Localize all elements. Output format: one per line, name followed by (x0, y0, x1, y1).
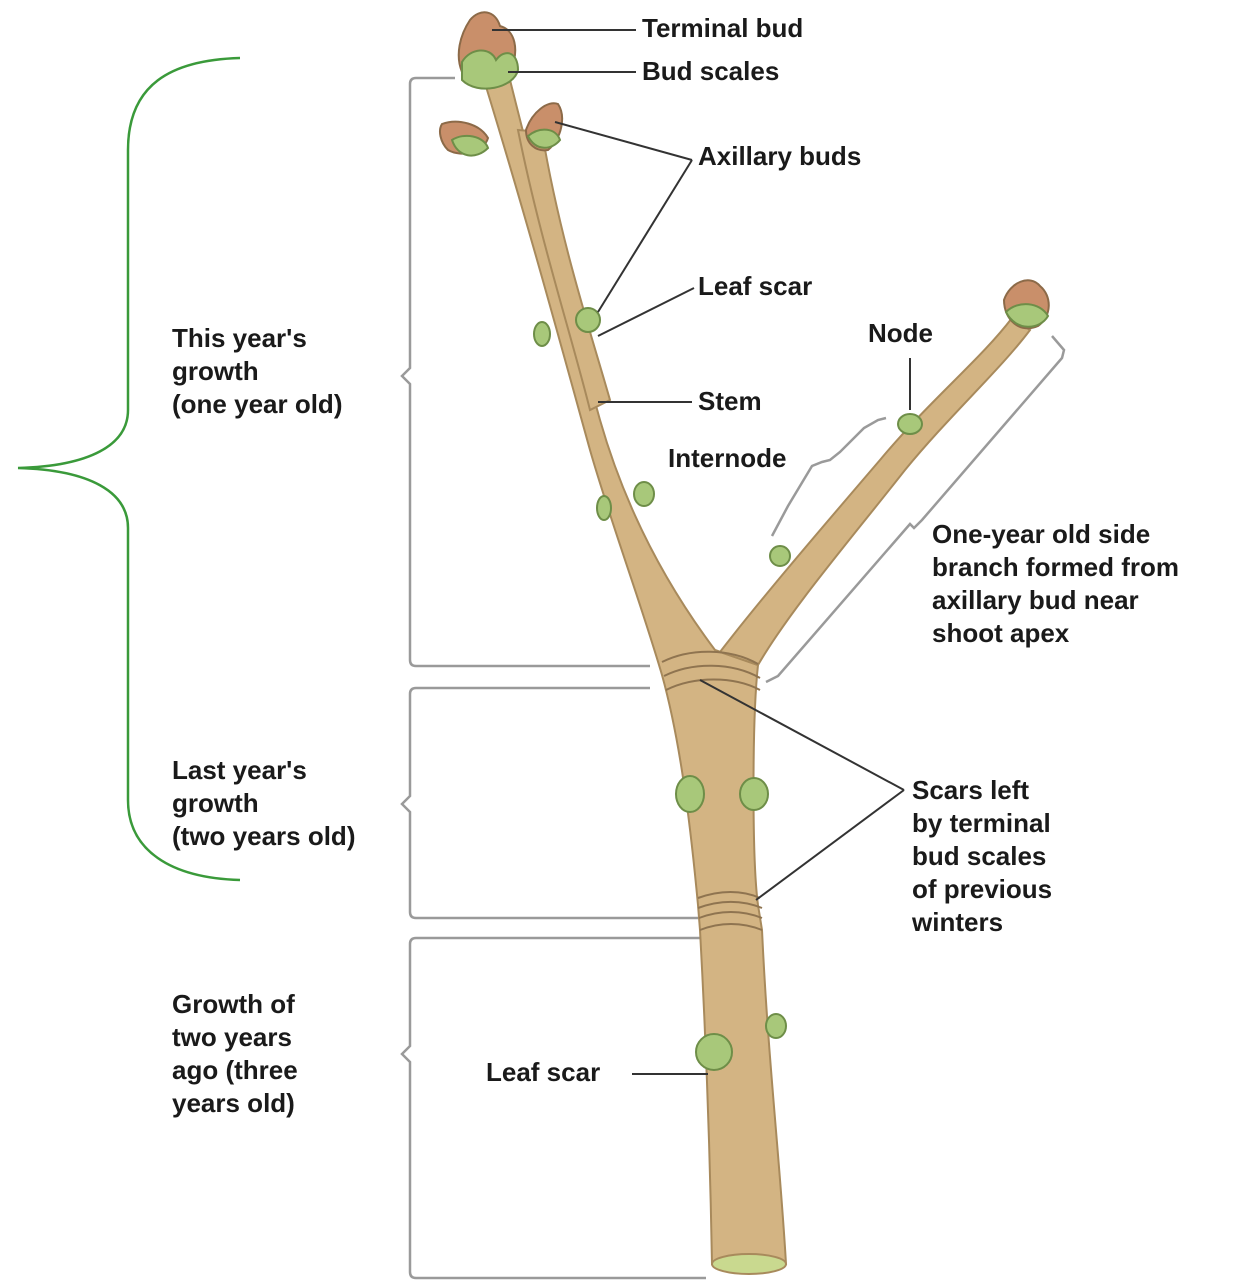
label-bud-scales: Bud scales (642, 55, 779, 88)
twig (484, 80, 1030, 1274)
leader-leaf-scar-upper (598, 288, 694, 336)
label-internode: Internode (668, 442, 786, 475)
label-axillary-buds: Axillary buds (698, 140, 861, 173)
label-side-branch: One-year old side branch formed from axi… (932, 518, 1179, 650)
label-node: Node (868, 317, 933, 350)
label-stem: Stem (698, 385, 762, 418)
label-leaf-scar-lower: Leaf scar (486, 1056, 600, 1089)
side-branch-terminal-bud-icon (1004, 280, 1049, 328)
cut-end (712, 1254, 786, 1274)
label-leaf-scar-upper: Leaf scar (698, 270, 812, 303)
bracket-two-years-ago (402, 938, 706, 1278)
label-this-year-growth: This year's growth (one year old) (172, 322, 342, 421)
leader-axillary-buds-1 (555, 122, 692, 160)
upper-branch (518, 130, 610, 410)
terminal-bud-icon (459, 12, 518, 88)
bracket-last-year (402, 688, 700, 918)
label-terminal-bud: Terminal bud (642, 12, 803, 45)
leader-axillary-buds-2 (598, 160, 692, 312)
label-scars: Scars left by terminal bud scales of pre… (912, 774, 1052, 939)
label-last-year-growth: Last year's growth (two years old) (172, 754, 355, 853)
axillary-bud-right-icon (526, 103, 562, 150)
label-two-years-ago-growth: Growth of two years ago (three years old… (172, 988, 298, 1120)
leader-scars-2 (756, 790, 904, 900)
axillary-bud-left-icon (440, 122, 488, 156)
